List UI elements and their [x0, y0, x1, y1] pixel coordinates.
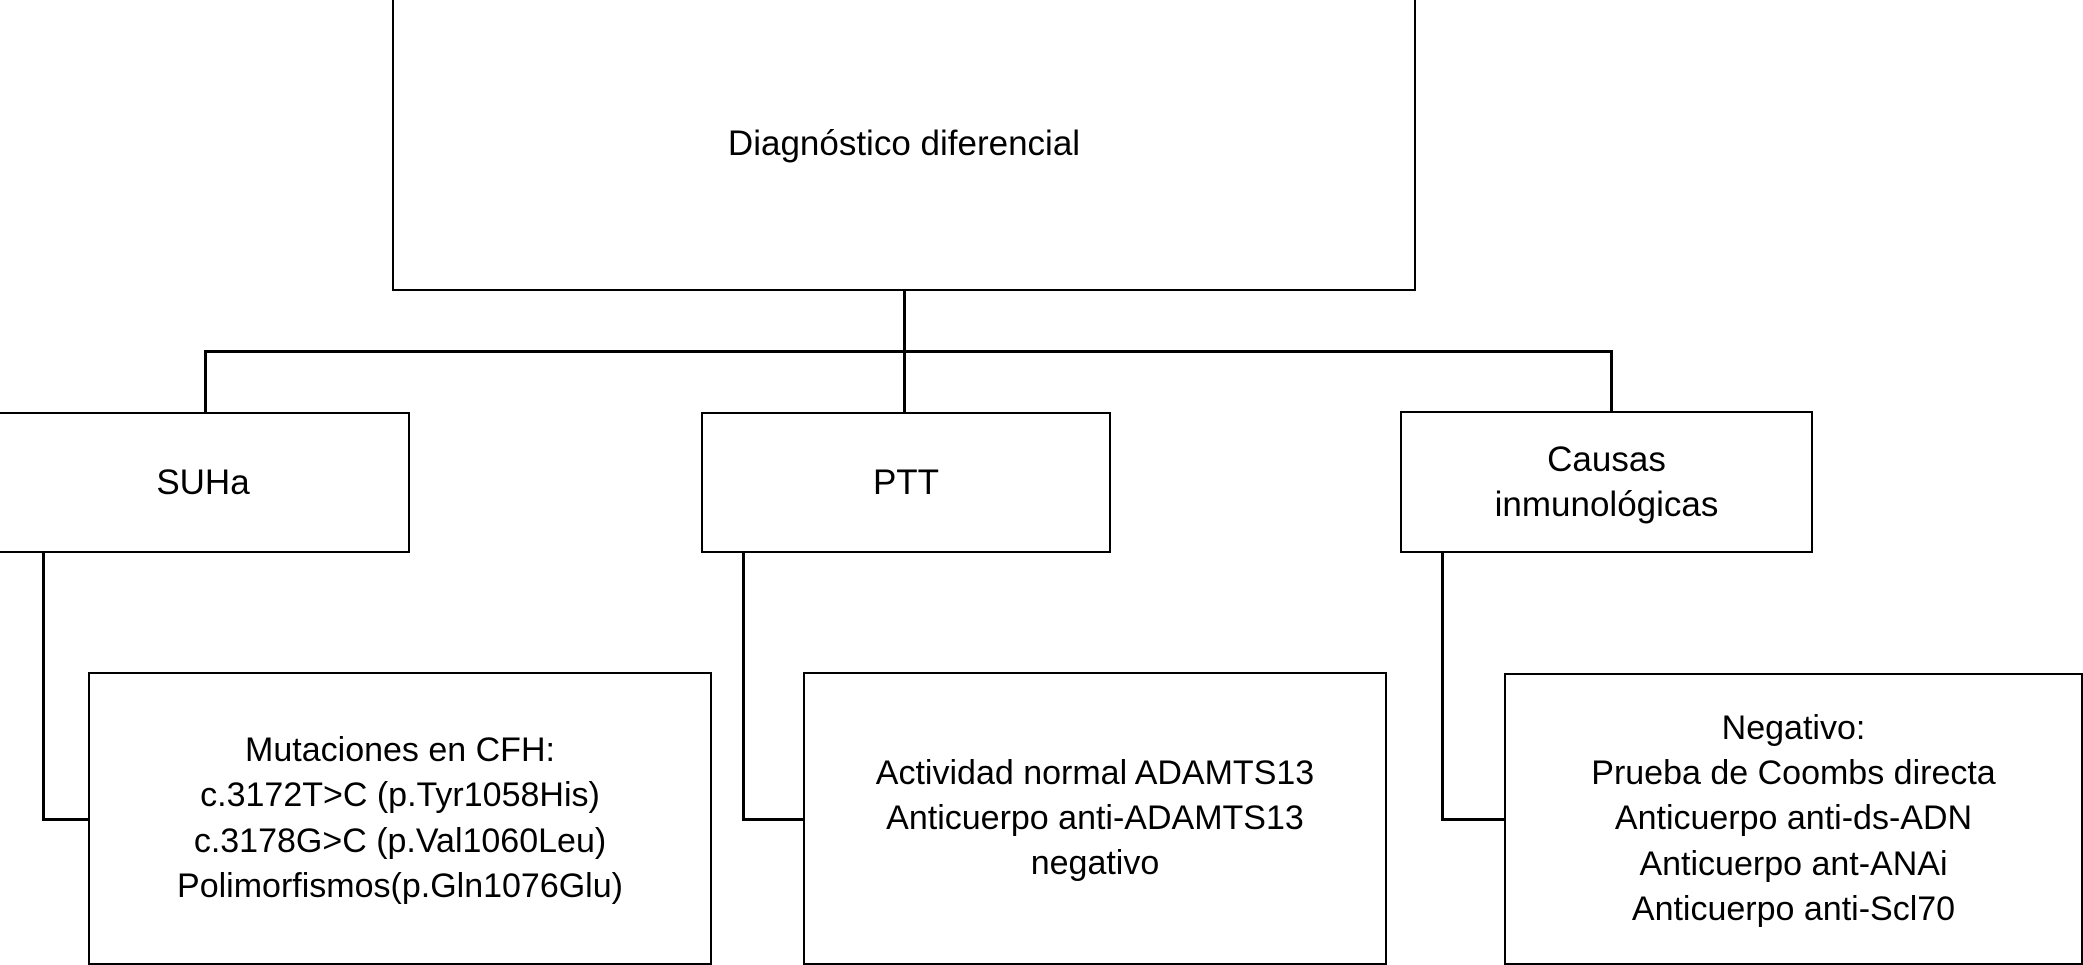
- node-branch-ptt-label: PTT: [872, 462, 940, 502]
- node-detail-suha-text: Mutaciones en CFH: c.3172T>C (p.Tyr1058H…: [177, 731, 623, 905]
- node-root-diagnostico-diferencial: Diagnóstico diferencial: [392, 0, 1416, 291]
- connector-drop-to-causas: [1610, 350, 1613, 415]
- node-branch-ptt: PTT: [701, 412, 1111, 553]
- connector-ptt-detail-horizontal: [742, 818, 806, 821]
- connector-causas-detail-vertical: [1441, 551, 1444, 821]
- node-detail-suha: Mutaciones en CFH: c.3172T>C (p.Tyr1058H…: [88, 672, 712, 965]
- node-detail-ptt: Actividad normal ADAMTS13 Anticuerpo ant…: [803, 672, 1387, 965]
- node-root-label: Diagnóstico diferencial: [727, 123, 1081, 163]
- connector-causas-detail-horizontal: [1441, 818, 1507, 821]
- node-detail-ptt-text: Actividad normal ADAMTS13 Anticuerpo ant…: [875, 753, 1315, 883]
- connector-suha-detail-horizontal: [42, 818, 91, 821]
- connector-suha-detail-vertical: [42, 551, 45, 821]
- connector-distribution-bar: [204, 350, 1613, 353]
- node-branch-causas-label: Causas inmunológicas: [1494, 439, 1719, 525]
- node-branch-suha-label: SUHa: [156, 462, 250, 502]
- node-detail-causas-text: Negativo: Prueba de Coombs directa Antic…: [1591, 708, 1996, 928]
- connector-drop-to-suha: [204, 350, 207, 415]
- node-branch-suha: SUHa: [0, 412, 410, 553]
- connector-ptt-detail-vertical: [742, 551, 745, 821]
- node-branch-causas-inmunologicas: Causas inmunológicas: [1400, 411, 1813, 553]
- node-detail-causas: Negativo: Prueba de Coombs directa Antic…: [1504, 673, 2083, 965]
